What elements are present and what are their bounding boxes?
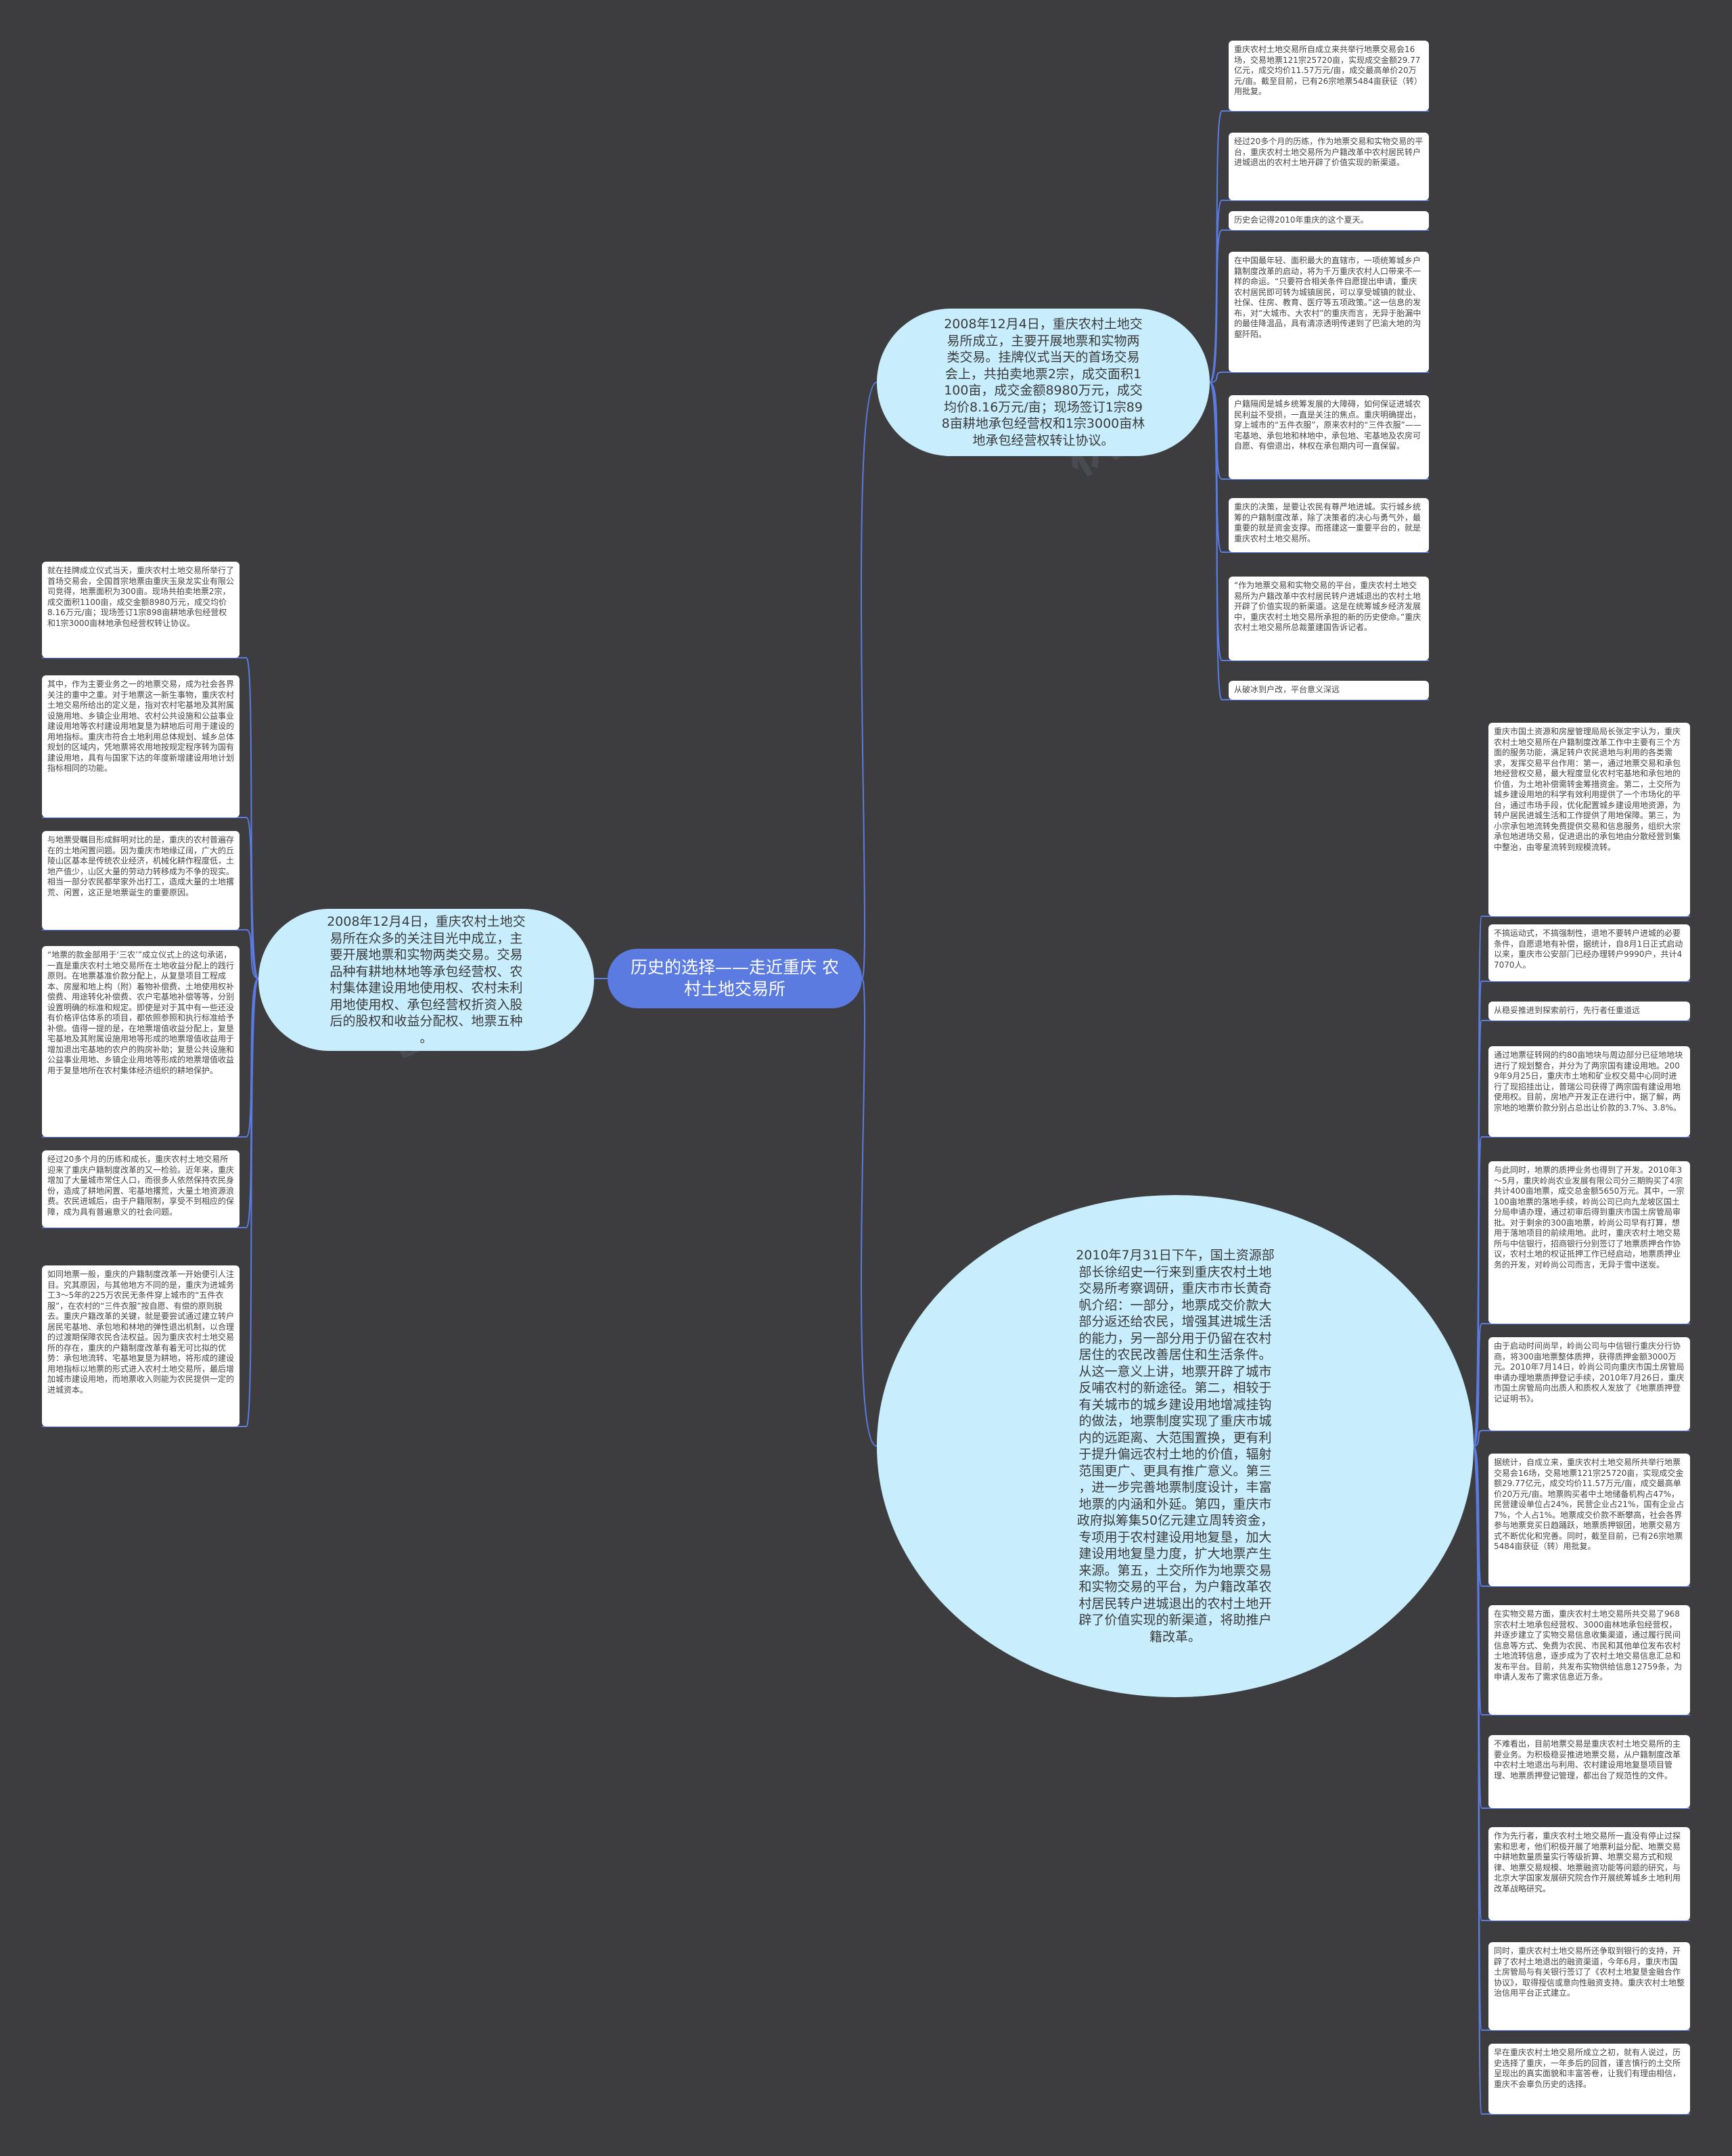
leaf-note[interactable]: 早在重庆农村土地交易所成立之初，就有人说过，历史选择了重庆，一年多后的回首，谨言… — [1488, 2044, 1690, 2114]
branch-node-2010-jul-inspection[interactable]: 2010年7月31日下午，国土资源部 部长徐绍史一行来到重庆农村土地 交易所考察… — [877, 1195, 1474, 1697]
connector-line — [1473, 1323, 1690, 1447]
branch-node-2008-dec-establishment[interactable]: 2008年12月4日，重庆农村土地交 易所成立，主要开展地票和实物两 类交易。挂… — [877, 309, 1210, 456]
leaf-note[interactable]: 就在挂牌成立仪式当天，重庆农村土地交易所举行了首场交易会，全国首宗地票由重庆玉泉… — [42, 562, 240, 658]
leaf-note[interactable]: 从稳妥推进到探索前行，先行者任重道远 — [1488, 1002, 1690, 1020]
leaf-note[interactable]: 与地票受瞩目形成鲜明对比的是，重庆的农村普遍存在的土地闲置问题。因为重庆市地缘辽… — [42, 831, 240, 930]
leaf-note[interactable]: 在实物交易方面，重庆农村土地交易所共交易了968宗农村土地承包经营权、3000亩… — [1488, 1605, 1690, 1715]
leaf-note[interactable]: 不搞运动式，不搞强制性，退地不要转户进城的必要条件，自愿退地有补偿，据统计，自8… — [1488, 924, 1690, 981]
leaf-note[interactable]: 历史会记得2010年重庆的这个夏天。 — [1229, 211, 1429, 230]
connector-line — [1209, 382, 1429, 700]
branch-text: 2010年7月31日下午，国土资源部 部长徐绍史一行来到重庆农村土地 交易所考察… — [1076, 1248, 1275, 1644]
leaf-note[interactable]: 如同地票一般，重庆的户籍制度改革一开始便引人注目。究其原因，与其他地方不同的是，… — [42, 1265, 240, 1427]
leaf-note[interactable]: 不难看出，目前地票交易是重庆农村土地交易所的主要业务。为积极稳妥推进地票交易，从… — [1488, 1735, 1690, 1808]
leaf-note[interactable]: 经过20多个月的历练和成长，重庆农村土地交易所迎来了重庆户籍制度改革的又一检验。… — [42, 1150, 240, 1228]
leaf-note[interactable]: “地票的款金部用于‘三农’”成立仪式上的这句承诺，一直是重庆农村土地交易所在土地… — [42, 946, 240, 1137]
leaf-note[interactable]: 据统计，自成立来，重庆农村土地交易所共举行地票交易会16场，交易地票121宗25… — [1488, 1454, 1690, 1586]
leaf-note[interactable]: 重庆的决策，是要让农民有尊严地进城。实行城乡统筹的户籍制度改革，除了决策者的决心… — [1229, 498, 1429, 552]
leaf-note[interactable]: 作为先行者，重庆农村土地交易所一直没有停止过探索和思考，他们积极开展了地票利益分… — [1488, 1827, 1690, 1921]
leaf-note[interactable]: 同时，重庆农村土地交易所还争取到银行的支持，开辟了农村土地退出的融资渠道，今年6… — [1488, 1942, 1690, 2030]
leaf-note[interactable]: “作为地票交易和实物交易的平台，重庆农村土地交易所为户籍改革中农村居民转户进城退… — [1229, 577, 1429, 660]
connector-line — [42, 817, 259, 979]
leaf-note[interactable]: 重庆农村土地交易所自成立来共举行地票交易会16场，交易地票121宗25720亩，… — [1229, 41, 1429, 111]
leaf-note[interactable]: 由于启动时间尚早，岭尚公司与中信银行重庆分行协商，将300亩地票整体质押，获得质… — [1488, 1337, 1690, 1431]
leaf-note[interactable]: 通过地票征转网的约80亩地块与周边部分已征地地块进行了规划整合，并分为了两宗国有… — [1488, 1046, 1690, 1137]
connector-line — [42, 978, 259, 1427]
leaf-note[interactable]: 与此同时，地票的质押业务也得到了开发。2010年3～5月，重庆岭尚农业发展有限公… — [1488, 1161, 1690, 1324]
connector-line — [861, 382, 878, 979]
connector-line — [42, 657, 259, 979]
branch-text: 2008年12月4日，重庆农村土地交 易所成立，主要开展地票和实物两 类交易。挂… — [941, 317, 1145, 448]
connector-line — [860, 978, 878, 1447]
connector-line — [1209, 229, 1429, 383]
branch-node-2008-dec-trading-types[interactable]: 2008年12月4日，重庆农村土地交 易所在众多的关注目光中成立，主 要开展地票… — [258, 909, 594, 1051]
root-node[interactable]: 历史的选择——走近重庆 农村土地交易所 — [608, 949, 862, 1008]
leaf-note[interactable]: 在中国最年轻、面积最大的直辖市，一项统筹城乡户籍制度改革的启动，将为千万重庆农村… — [1229, 252, 1429, 372]
leaf-note[interactable]: 重庆市国土资源和房屋管理局局长张定宇认为，重庆农村土地交易所在户籍制度改革工作中… — [1488, 723, 1690, 916]
leaf-note[interactable]: 其中，作为主要业务之一的地票交易，成为社会各界关注的重中之重。对于地票这一新生事… — [42, 675, 240, 817]
leaf-note[interactable]: 从破冰到户改，平台意义深远 — [1229, 681, 1429, 700]
leaf-note[interactable]: 经过20多个月的历练，作为地票交易和实物交易的平台，重庆农村土地交易所为户籍改革… — [1229, 133, 1429, 200]
branch-text: 2008年12月4日，重庆农村土地交 易所在众多的关注目光中成立，主 要开展地票… — [327, 914, 526, 1046]
leaf-note[interactable]: 户籍隔阂是城乡统筹发展的大障碍，如何保证进城农民利益不受损，一直是关注的焦点。重… — [1229, 395, 1429, 479]
connector-line — [1473, 1445, 1690, 2115]
connector-line — [1209, 372, 1429, 383]
connector-line — [1473, 1136, 1690, 1447]
connector-line — [42, 929, 259, 979]
connector-line — [1473, 1430, 1690, 1447]
